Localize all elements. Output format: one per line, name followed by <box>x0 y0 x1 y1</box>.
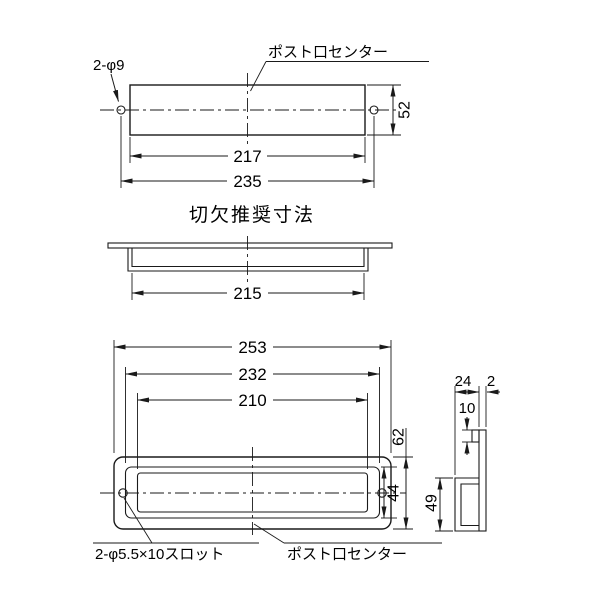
slot-callout: 2-φ5.5×10スロット <box>93 497 259 563</box>
cutout-hole-left <box>116 105 126 115</box>
dim-10: 10 <box>459 400 476 455</box>
dim-253-text: 253 <box>238 338 266 357</box>
dim-49: 49 <box>424 477 453 532</box>
dim-232-text: 232 <box>238 365 266 384</box>
section-view: 215 <box>107 236 393 303</box>
hole-callout: 2-φ9 <box>93 57 124 102</box>
slot-callout-text: 2-φ5.5×10スロット <box>95 546 224 563</box>
dim-210: 210 <box>137 391 368 469</box>
dim-232: 232 <box>125 365 380 463</box>
dim-24-2: 24 2 <box>454 373 500 475</box>
dim-235-text: 235 <box>233 172 261 191</box>
side-view: 24 2 10 49 <box>424 373 500 532</box>
dim-52: 52 <box>367 84 414 136</box>
dim-62-text: 62 <box>391 428 408 446</box>
dim-text-mask <box>227 172 268 189</box>
post-center-callout-bottom: ポスト口センター <box>253 523 442 563</box>
dim-text-mask <box>227 284 268 301</box>
hole-callout-leader <box>110 73 119 102</box>
dim-62: 62 <box>391 428 413 530</box>
dim-text-mask <box>232 338 273 355</box>
dim-210-text: 210 <box>238 391 266 410</box>
dim-text-mask <box>228 147 267 164</box>
side-box-outer <box>454 477 479 532</box>
dim-217: 217 <box>129 137 366 166</box>
hole-callout-text: 2-φ9 <box>93 57 124 74</box>
post-center-callout-top: ポスト口センター <box>250 44 429 92</box>
side-top-clip <box>471 429 480 443</box>
dim-24-text: 24 <box>455 373 472 390</box>
dim-215: 215 <box>131 273 365 303</box>
dim-215-text: 215 <box>233 284 261 303</box>
section-channel-outer <box>127 248 369 272</box>
dim-253: 253 <box>113 338 392 453</box>
dim-2-text: 2 <box>487 373 495 390</box>
post-center-label-top: ポスト口センター <box>268 44 388 61</box>
dim-235: 235 <box>120 116 375 191</box>
dim-49-text: 49 <box>424 494 441 512</box>
cutout-hole-right <box>369 105 379 115</box>
dim-52-text: 52 <box>397 101 414 119</box>
post-center-label-bottom: ポスト口センター <box>287 546 407 563</box>
section-channel-inner <box>131 248 365 268</box>
side-box-inner <box>460 483 479 527</box>
section-face-plate <box>107 242 393 249</box>
callout-leader <box>253 523 285 544</box>
dim-44-text: 44 <box>386 484 403 502</box>
dim-text-mask <box>232 365 273 382</box>
cutout-view: 2-φ9 ポスト口センター 52 217 235 切欠推奨寸法 <box>93 44 429 226</box>
dim-44: 44 <box>381 466 403 519</box>
dim-text-mask <box>232 391 273 408</box>
dim-10-text: 10 <box>459 400 476 417</box>
front-view: 253 232 210 62 <box>93 338 442 563</box>
side-face-plate <box>478 429 487 532</box>
cutout-caption: 切欠推奨寸法 <box>189 204 315 226</box>
front-slot-left <box>118 488 128 498</box>
callout-leader <box>123 497 153 544</box>
dim-217-text: 217 <box>233 147 261 166</box>
callout-leader <box>250 61 267 92</box>
